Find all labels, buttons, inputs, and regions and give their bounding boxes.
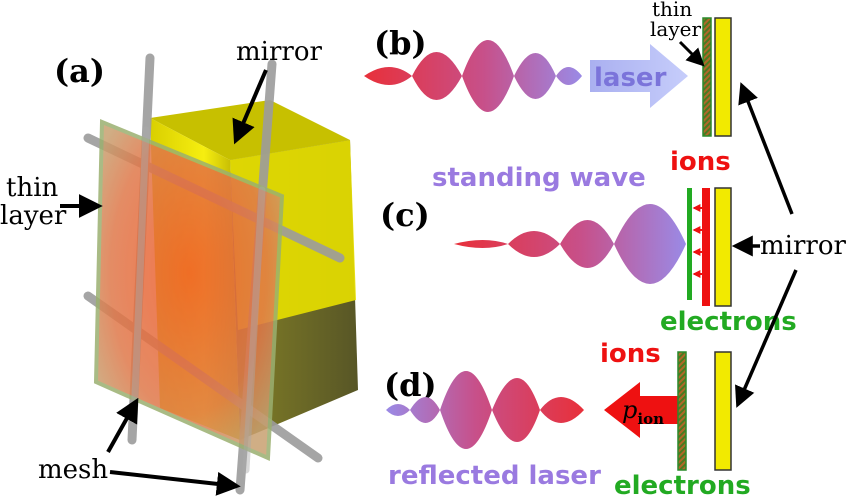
thin-layer-arrow-b [678,40,705,67]
thin-layer-label-a-1: thin [6,173,59,203]
mirror-arrow-to-b [738,82,794,215]
ion-field-arrows [692,204,702,278]
laser-arrow [590,44,688,108]
mirror-callout: mirror [731,82,846,408]
thin-layer-b [702,17,712,137]
ion-momentum-arrow [604,382,678,438]
mirror-arrow-to-d [735,269,798,408]
mirror-b [714,17,732,137]
mesh-rod-front [242,186,266,474]
standing-wave [454,204,686,284]
incident-laser-pulse [364,40,582,112]
thin-layer-d [677,351,687,471]
reflected-laser-pulse [386,371,584,449]
panel-d: (d) ions pion reflected laser electrons [384,339,751,500]
thin-layer-label-a-2: layer [0,201,67,231]
mesh-arrow-2 [109,470,241,496]
laser-label: laser [594,63,667,93]
panel-b: (b) laser thin layer [364,0,732,137]
ions-label-c: ions [670,147,731,177]
thin-layer-label-b-2: layer [650,17,701,41]
mesh-rod-front [130,126,150,424]
mirror-label-a: mirror [236,37,322,67]
electron-layer-c [687,188,692,300]
mesh-label: mesh [38,455,108,485]
thin-layer-sheet [93,119,285,462]
panel-a: (a) mirror thin layer mesh [0,37,358,496]
electrons-label-d: electrons [614,471,751,500]
mesh-arrow-1 [106,397,139,453]
thin-layer-label-b-1: thin [652,0,692,21]
reflected-laser-label: reflected laser [388,461,601,491]
mirror-label-right: mirror [760,231,846,261]
p-ion-main: p [622,396,637,424]
ion-layer-c [702,188,710,306]
p-ion-label: pion [622,396,664,428]
mirror-d [714,351,732,471]
mirror-arrow-a [232,69,268,145]
panel-label-b: (b) [374,24,427,62]
panel-c: (c) standing wave ions electrons [380,147,797,337]
panel-label-a: (a) [54,52,105,90]
standing-wave-label: standing wave [432,163,646,193]
mirror-c [714,187,732,307]
panel-label-c: (c) [380,196,430,234]
p-ion-subscript: ion [637,410,664,428]
ions-label-d: ions [600,339,661,369]
